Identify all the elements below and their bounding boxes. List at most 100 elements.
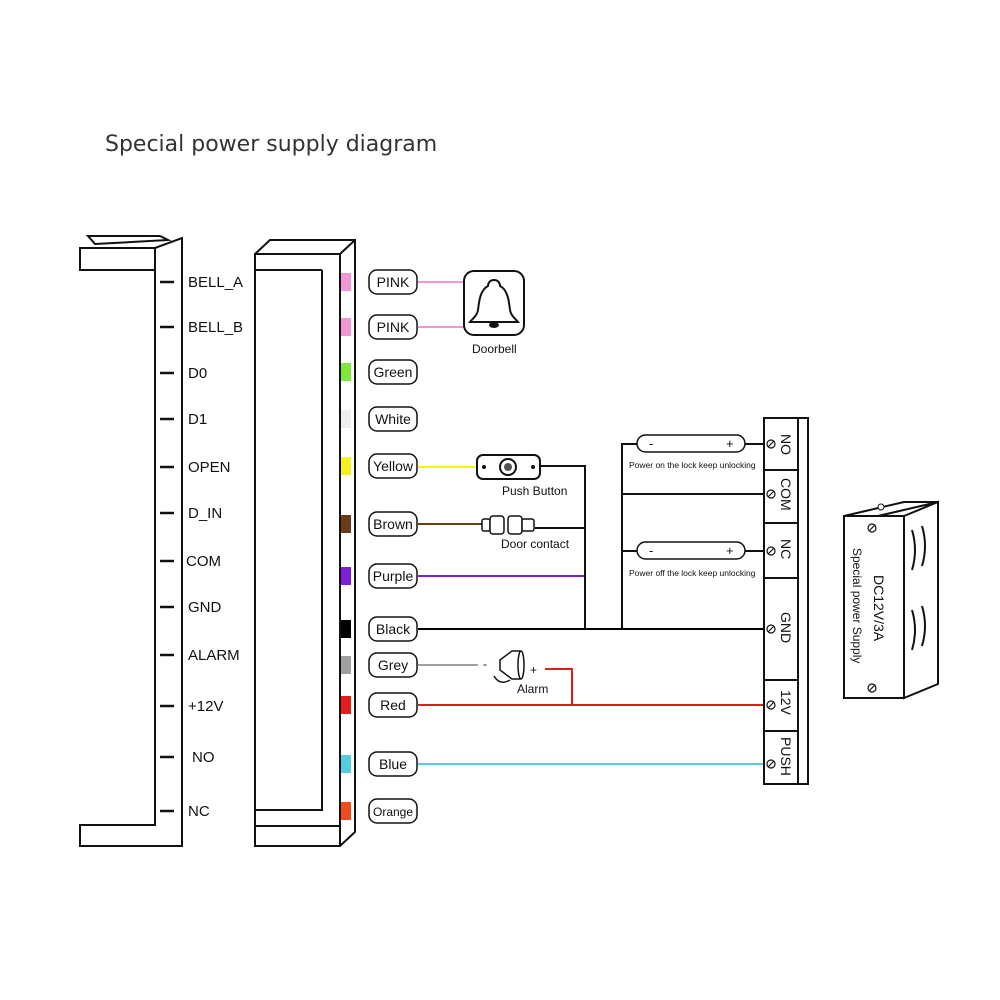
terminal-com: COM xyxy=(778,478,794,511)
lock-bottom-plus: + xyxy=(726,543,734,558)
terminal-screws xyxy=(766,439,776,769)
terminal-12v: 12V xyxy=(778,690,794,716)
wire-color-tab xyxy=(341,620,351,638)
wire-color-tab xyxy=(341,802,351,820)
push-button-label: Push Button xyxy=(502,484,567,498)
wire-color-tab xyxy=(341,318,351,336)
power-supply-screws xyxy=(867,523,877,693)
pin-label-nc: NC xyxy=(188,803,210,820)
terminal-labels: NO COM NC GND 12V PUSH xyxy=(778,434,794,776)
wire-label-box xyxy=(368,563,418,589)
wire-label-box xyxy=(368,798,418,824)
wire-label-box xyxy=(368,359,418,385)
doorbell-device: Doorbell xyxy=(463,270,525,356)
terminal-nc: NC xyxy=(778,539,794,559)
lock-top-caption: Power on the lock keep unlocking xyxy=(629,460,756,470)
pin-label-d1: D1 xyxy=(188,411,207,428)
pin-labels: BELL_A BELL_B D0 D1 OPEN D_IN COM GND AL… xyxy=(186,274,243,820)
wire-color-tab xyxy=(341,567,351,585)
wire-row: Yellow xyxy=(341,453,418,479)
pin-label-com: COM xyxy=(186,553,221,570)
wire-row: PINK xyxy=(341,269,418,295)
wire-label-box xyxy=(368,751,418,777)
power-supply-rating: DC12V/3A xyxy=(871,575,887,642)
pin-label-alarm: ALARM xyxy=(188,647,240,664)
wire-row: Orange xyxy=(341,798,418,824)
lock-bottom-minus: - xyxy=(649,543,653,558)
siren-icon xyxy=(499,650,521,680)
terminal-block xyxy=(763,417,809,785)
power-supply-text: DC12V/3A Special power Supply xyxy=(850,548,887,663)
wire-row: Purple xyxy=(341,563,418,589)
wire-red-alarm xyxy=(545,668,573,705)
wire-row: Green xyxy=(341,359,418,385)
connector-block xyxy=(254,239,356,847)
wire-row: Red xyxy=(341,692,418,718)
wire-color-tab xyxy=(341,515,351,533)
wire-color-tab xyxy=(341,457,351,475)
doorbell-label: Doorbell xyxy=(472,342,517,356)
wire-label-box xyxy=(368,652,418,678)
wire-row: Blue xyxy=(341,751,418,777)
wire-label-box xyxy=(368,616,418,642)
pin-label-gnd: GND xyxy=(188,599,222,616)
wire-label-box xyxy=(368,406,418,432)
lock-power-off: - + Power off the lock keep unlocking xyxy=(629,541,756,578)
wire-label: Orange xyxy=(373,805,413,819)
wire-color-tab xyxy=(341,363,351,381)
control-wiring xyxy=(535,443,764,629)
pin-label-no: NO xyxy=(192,749,215,766)
pin-label-d0: D0 xyxy=(188,365,207,382)
wire-color-tab xyxy=(341,273,351,291)
wire-label: Red xyxy=(380,697,406,713)
wire-color-tab xyxy=(341,656,351,674)
wire-label-box xyxy=(368,314,418,340)
pin-label-d-in: D_IN xyxy=(188,505,222,522)
wire-label-box xyxy=(368,269,418,295)
wire-label: PINK xyxy=(377,274,410,290)
wire-row: Brown xyxy=(341,511,418,537)
lock-power-on: - + Power on the lock keep unlocking xyxy=(629,434,756,470)
wire-label: Brown xyxy=(373,516,413,532)
wire-rows: PINK PINK GreenWhiteYellowBrownPurpleBlack… xyxy=(341,269,418,824)
alarm-plus: + xyxy=(530,663,537,677)
terminal-gnd: GND xyxy=(778,612,794,643)
wire-label: Grey xyxy=(378,657,408,673)
wire-label: White xyxy=(375,411,411,427)
lock-bottom-caption: Power off the lock keep unlocking xyxy=(629,568,756,578)
wire-label-box xyxy=(368,692,418,718)
wire-label: Green xyxy=(374,364,413,380)
power-supply-name: Special power Supply xyxy=(850,548,864,663)
alarm-minus: - xyxy=(483,657,487,671)
wire-label-box xyxy=(368,511,418,537)
wire-row: White xyxy=(341,406,418,432)
wire-row: Grey xyxy=(341,652,418,678)
wire-label: Yellow xyxy=(373,458,414,474)
terminal-no: NO xyxy=(778,434,794,455)
pin-label-bell-b: BELL_B xyxy=(188,319,243,336)
door-contact-label: Door contact xyxy=(501,537,570,551)
wire-color-tab xyxy=(341,410,351,428)
push-button-device: Push Button xyxy=(476,454,567,498)
wire-row: Black xyxy=(341,616,418,642)
lock-top-minus: - xyxy=(649,436,653,451)
pin-label-12v: +12V xyxy=(188,698,223,715)
wire-label-box xyxy=(368,453,418,479)
wire-row: PINK xyxy=(341,314,418,340)
wires xyxy=(418,281,764,765)
wire-color-tab xyxy=(341,696,351,714)
pin-ticks xyxy=(160,280,174,813)
wire-color-tab xyxy=(341,755,351,773)
wire-label: Black xyxy=(376,621,411,637)
lock-top-plus: + xyxy=(726,436,734,451)
power-supply-box xyxy=(843,500,939,700)
diagram-title: Special power supply diagram xyxy=(105,132,438,157)
wire-label: Purple xyxy=(373,568,414,584)
controller-housing xyxy=(79,235,183,847)
door-contact-device: Door contact xyxy=(481,515,570,551)
wire-label: Blue xyxy=(379,756,407,772)
pin-label-open: OPEN xyxy=(188,459,231,476)
wire-label: PINK xyxy=(377,319,410,335)
terminal-push: PUSH xyxy=(778,737,794,776)
